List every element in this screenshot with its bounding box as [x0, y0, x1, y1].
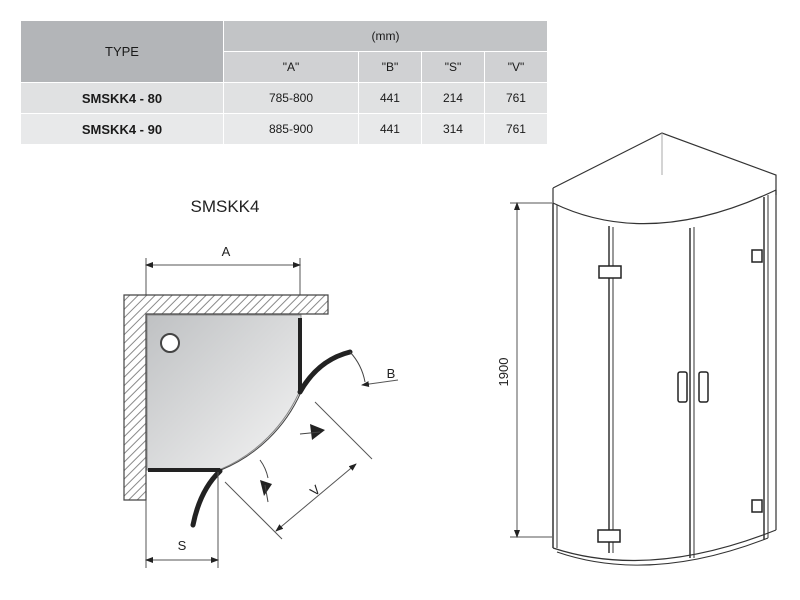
cell-b: 441 — [357, 113, 422, 145]
table-row: SMSKK4 - 90 885-900 441 314 761 — [20, 113, 549, 145]
label-a: A — [222, 244, 231, 259]
label-b: B — [387, 366, 396, 381]
dimension-s: S — [145, 472, 219, 568]
table-row: SMSKK4 - 80 785-800 441 214 761 — [20, 82, 549, 114]
door-arc — [220, 391, 302, 471]
label-v: V — [307, 482, 324, 499]
cell-a: 885-900 — [223, 113, 359, 145]
plan-title: SMSKK4 — [191, 197, 260, 216]
elevation-view: 1900 — [496, 132, 777, 566]
top-frame — [552, 132, 777, 195]
cell-v: 761 — [483, 82, 549, 114]
row-name: SMSKK4 - 90 — [20, 113, 224, 145]
plan-view: SMSKK4 A B — [123, 197, 399, 568]
hinge-icon — [751, 499, 763, 513]
door-leaf — [190, 468, 223, 528]
handle-icon — [698, 371, 709, 403]
hinge-icon — [598, 265, 622, 279]
hinge-icon — [751, 249, 763, 263]
label-s: S — [178, 538, 187, 553]
cell-a: 785-800 — [223, 82, 359, 114]
dimension-b: B — [361, 366, 399, 388]
column-header-v: "V" — [483, 51, 549, 83]
curved-top-edge — [552, 189, 777, 225]
height-label: 1900 — [496, 358, 511, 387]
dimension-table: TYPE (mm) "A" "B" "S" "V" SMSKK4 - 80 78… — [20, 20, 549, 145]
dimension-height: 1900 — [496, 202, 552, 538]
cell-b: 441 — [357, 82, 422, 114]
door-leaf — [297, 349, 353, 395]
drain-icon — [160, 333, 180, 353]
swing-arc — [259, 459, 269, 479]
cell-s: 214 — [420, 82, 485, 114]
handle-icon — [677, 371, 688, 403]
swing-arc — [349, 351, 366, 383]
wall — [123, 294, 329, 501]
cell-v: 761 — [483, 113, 549, 145]
hinge-icon — [597, 529, 621, 543]
row-name: SMSKK4 - 80 — [20, 82, 224, 114]
curved-bottom-edge — [556, 537, 769, 566]
cell-s: 314 — [420, 113, 485, 145]
type-header: TYPE — [20, 20, 224, 83]
column-header-s: "S" — [420, 51, 485, 83]
curved-bottom-edge — [552, 529, 777, 562]
